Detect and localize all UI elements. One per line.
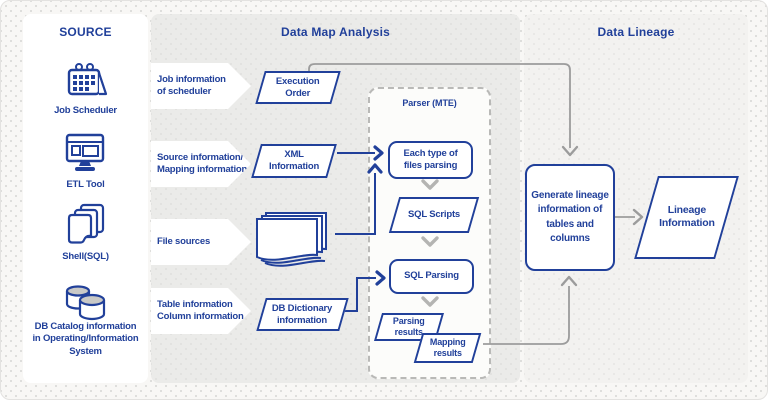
flow-arrow-label: Job information of scheduler: [157, 73, 226, 97]
mapping-results-shape: Mapping results: [413, 333, 482, 363]
lineage-title: Data Lineage: [597, 25, 675, 39]
calendar-icon: [67, 63, 108, 96]
source-item-label: Job Scheduler: [54, 105, 117, 116]
database-icon: [65, 285, 106, 321]
analysis-title: Data Map Analysis: [281, 25, 390, 39]
source-title: SOURCE: [59, 25, 112, 39]
source-item-label: Shell(SQL): [62, 251, 109, 262]
monitor-icon: [65, 133, 105, 171]
file-sources-stack-shape: [256, 212, 327, 267]
flow-arrow-job-information: Job information of scheduler: [151, 63, 251, 109]
flow-arrow-source-information: Source information/ Mapping information: [151, 141, 251, 187]
each-type-parsing-box: Each type of files parsing: [388, 141, 473, 179]
sql-scripts-shape: SQL Scripts: [388, 197, 480, 233]
source-item-label: ETL Tool: [66, 179, 105, 190]
flow-arrow-label: Source information/ Mapping information: [157, 151, 248, 175]
documents-icon: [67, 203, 105, 244]
parser-mte-title: Parser (MTE): [402, 98, 457, 108]
flow-arrow-table-information: Table information Column information: [151, 288, 251, 334]
generate-lineage-box: Generate lineage information of tables a…: [525, 164, 615, 271]
flow-arrow-label: File sources: [157, 235, 211, 247]
execution-order-shape: Execution Order: [255, 71, 341, 104]
source-item-label: DB Catalog information in Operating/Info…: [32, 321, 139, 357]
sql-parsing-box: SQL Parsing: [389, 259, 474, 294]
xml-information-shape: XML Information: [251, 144, 337, 178]
flow-arrow-label: Table information Column information: [157, 298, 244, 322]
db-dictionary-shape: DB Dictionary information: [256, 298, 349, 331]
flow-arrow-file-sources: File sources: [151, 219, 251, 265]
